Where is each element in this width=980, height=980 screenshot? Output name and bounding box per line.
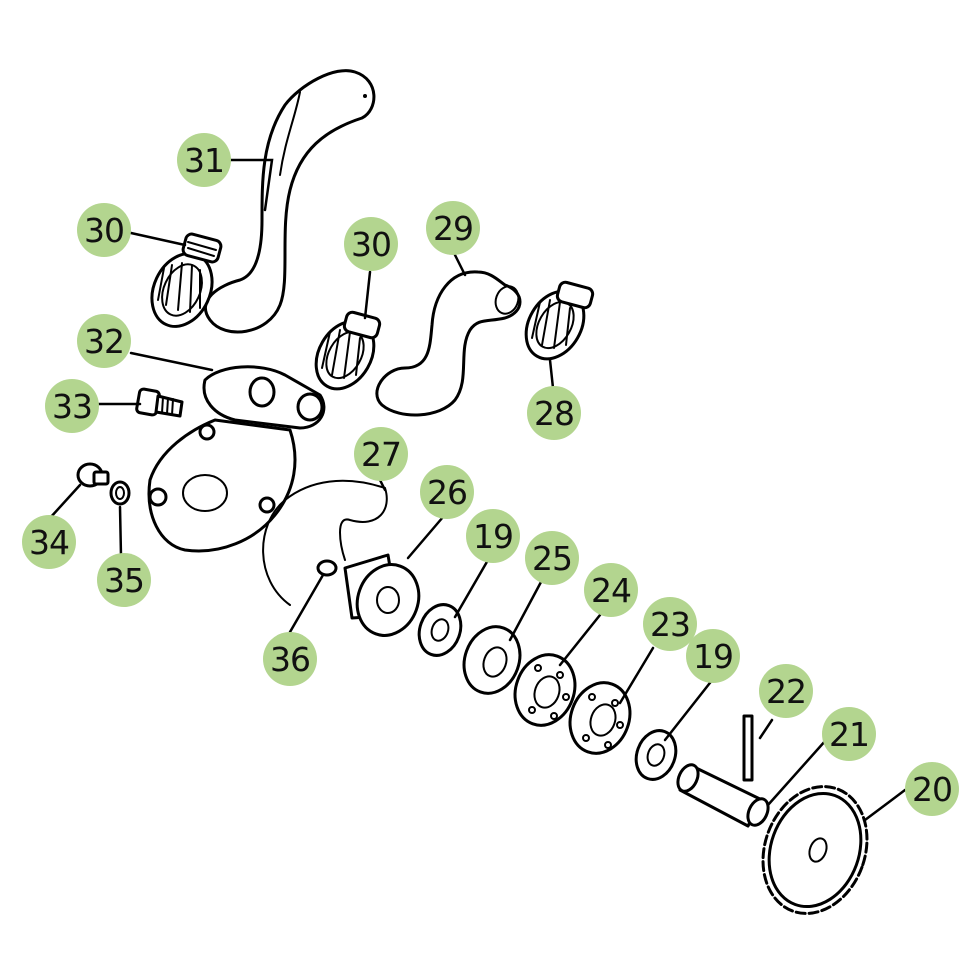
callout-20[interactable]: 20: [905, 762, 959, 816]
hose-clamp-28: [524, 280, 595, 361]
callout-31[interactable]: 31: [177, 133, 231, 187]
pump-cover-32: [147, 365, 326, 553]
callout-28[interactable]: 28: [527, 386, 581, 440]
callout-27[interactable]: 27: [354, 427, 408, 481]
callout-21[interactable]: 21: [822, 707, 876, 761]
washer-19-lower: [634, 729, 678, 781]
pin-22: [742, 714, 754, 782]
gear-20: [761, 785, 869, 915]
screw-34: [76, 462, 110, 488]
bearing-24: [513, 653, 577, 727]
hose-31: [203, 69, 376, 334]
callout-34[interactable]: 34: [22, 515, 76, 569]
washer-35: [109, 480, 131, 506]
callout-24[interactable]: 24: [584, 563, 638, 617]
callout-36[interactable]: 36: [263, 632, 317, 686]
callout-23[interactable]: 23: [643, 597, 697, 651]
callout-32[interactable]: 32: [77, 314, 131, 368]
gasket-27: [262, 479, 388, 606]
callout-35[interactable]: 35: [97, 553, 151, 607]
leader-lines: [48, 158, 907, 822]
callout-30-left[interactable]: 30: [77, 203, 131, 257]
callout-19-lower[interactable]: 19: [686, 629, 740, 683]
o-ring-36: [316, 559, 338, 577]
washer-19-upper: [417, 603, 463, 657]
callout-30-middle[interactable]: 30: [344, 217, 398, 271]
callout-25[interactable]: 25: [525, 531, 579, 585]
bolt-33: [135, 387, 184, 418]
impeller-26: [343, 553, 421, 637]
callout-29[interactable]: 29: [426, 201, 480, 255]
callout-26[interactable]: 26: [420, 465, 474, 519]
hose-29: [375, 270, 522, 417]
bearing-23: [568, 681, 632, 755]
seal-25: [462, 625, 522, 695]
hose-clamp-30-left: [150, 232, 223, 328]
callout-22[interactable]: 22: [759, 664, 813, 718]
callout-19-upper[interactable]: 19: [466, 509, 520, 563]
hose-clamp-30-middle: [314, 310, 382, 391]
callout-33[interactable]: 33: [45, 379, 99, 433]
shaft-21: [676, 763, 770, 828]
